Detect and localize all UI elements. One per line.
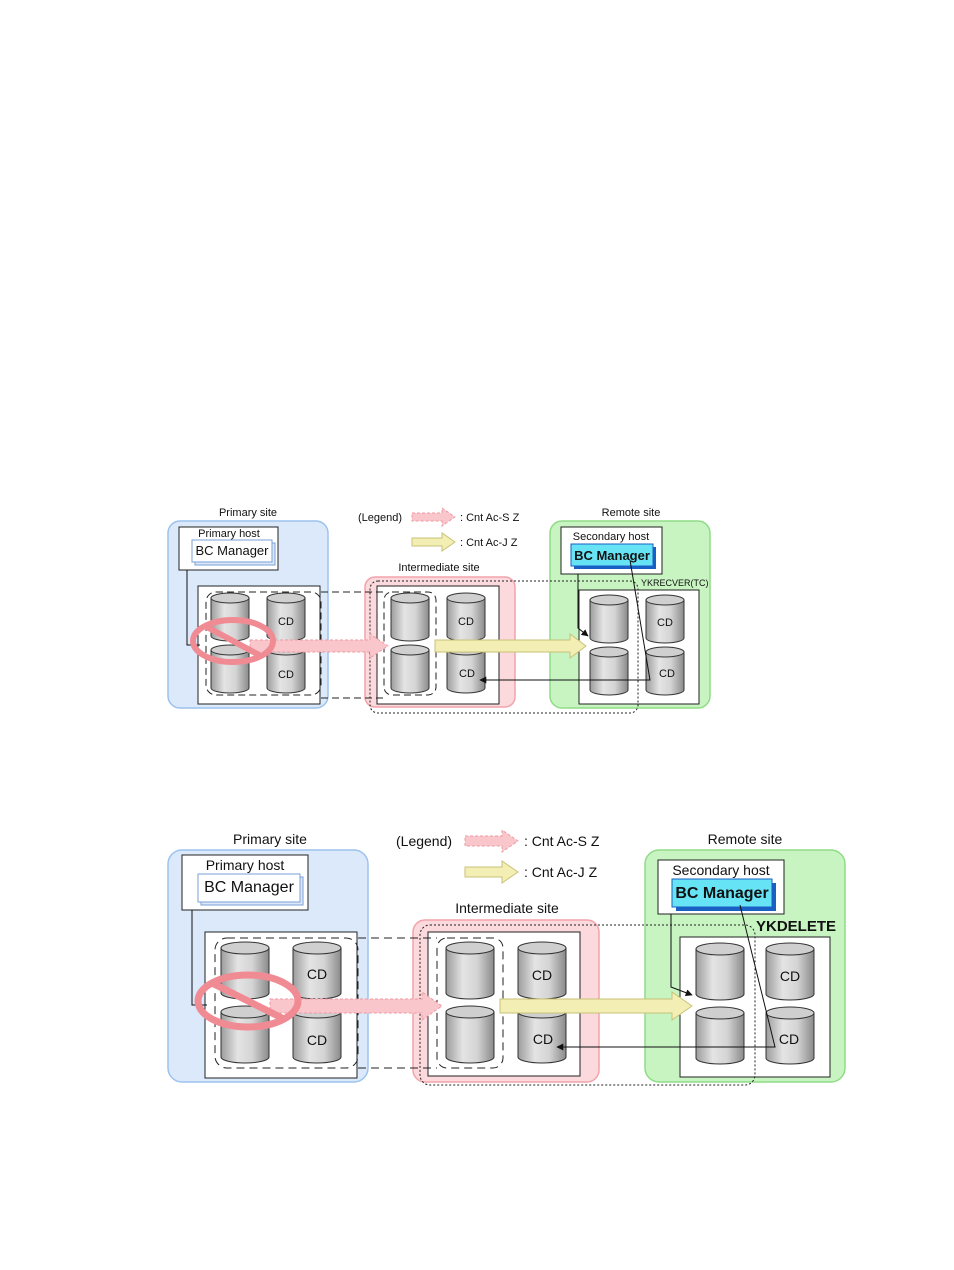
- intermediate-volume-cd-1: CD: [446, 592, 486, 642]
- legend-title: (Legend): [396, 833, 452, 849]
- legend-sync-arrow: [464, 829, 519, 853]
- secondary-host-label: Secondary host: [573, 531, 649, 543]
- volume-label: CD: [780, 968, 800, 984]
- intermediate-site-label: Intermediate site: [455, 900, 559, 916]
- volume-label: CD: [532, 967, 552, 983]
- primary-bc-manager: [191, 539, 273, 563]
- secondary-bc-manager: [671, 878, 773, 908]
- volume-label: CD: [533, 1031, 553, 1047]
- intermediate-volume-cd-1: CD: [517, 941, 567, 1000]
- secondary-bc-manager-label: BC Manager: [574, 548, 650, 563]
- legend-journal-label: : Cnt Ac-J Z: [524, 864, 598, 880]
- intermediate-volume-1: [445, 941, 495, 1000]
- secondary-host-label: Secondary host: [672, 862, 769, 878]
- primary-volume-cd-1: CD: [292, 941, 342, 1000]
- remote-site-label: Remote site: [708, 831, 783, 847]
- consistency-group-dotted: [419, 924, 756, 1086]
- secondary-bc-manager: [570, 543, 654, 567]
- prohibit-icon: [194, 971, 302, 1031]
- remote-volume-1: [589, 594, 629, 644]
- primary-host-label: Primary host: [198, 528, 260, 540]
- journal-copy-arrow: [499, 991, 693, 1021]
- remote-site-label: Remote site: [602, 507, 661, 519]
- remote-volume-cd-1: CD: [645, 594, 685, 644]
- volume-label: CD: [657, 617, 673, 629]
- secondary-host-link: [577, 574, 589, 637]
- intermediate-site-label: Intermediate site: [398, 562, 479, 574]
- intermediate-volume-1: [390, 592, 430, 642]
- primary-host-label: Primary host: [206, 857, 285, 873]
- intermediate-volume-2: [390, 644, 430, 694]
- legend-journal-arrow: [464, 860, 519, 884]
- legend-sync-label: : Cnt Ac-S Z: [460, 512, 520, 524]
- primary-volume-cd-1: CD: [266, 592, 306, 642]
- primary-bc-manager-label: BC Manager: [196, 543, 270, 558]
- secondary-bc-manager-label: BC Manager: [675, 885, 768, 902]
- prohibit-icon: [190, 617, 276, 665]
- primary-site-label: Primary site: [233, 831, 307, 847]
- volume-label: CD: [278, 616, 294, 628]
- intermediate-volume-2: [445, 1005, 495, 1064]
- volume-label: CD: [307, 966, 327, 982]
- volume-label: CD: [659, 668, 675, 680]
- primary-volume-cd-2: CD: [292, 1005, 342, 1064]
- legend-title: (Legend): [358, 512, 402, 524]
- remote-volume-1: [695, 942, 745, 1001]
- remote-volume-2: [589, 646, 629, 696]
- diagram-recover: Primary site Intermediate site Remote si…: [167, 507, 711, 714]
- legend-sync-arrow: [411, 507, 456, 527]
- primary-site-label: Primary site: [219, 507, 277, 519]
- volume-label: CD: [307, 1032, 327, 1048]
- diagram-delete: Primary site Intermediate site Remote si…: [167, 829, 846, 1086]
- volume-label: CD: [779, 1031, 799, 1047]
- command-label: YKRECVER(TC): [641, 578, 709, 588]
- consistency-group-dotted: [369, 580, 639, 714]
- command-label: YKDELETE: [756, 918, 836, 935]
- primary-bc-manager-label: BC Manager: [204, 879, 294, 896]
- primary-bc-manager: [197, 873, 301, 903]
- primary-volume-cd-2: CD: [266, 644, 306, 694]
- command-path-line: [556, 904, 776, 1051]
- remote-volume-2: [695, 1006, 745, 1065]
- volume-label: CD: [278, 669, 294, 681]
- remote-volume-cd-2: CD: [645, 646, 685, 696]
- primary-volume-2: [220, 1005, 270, 1064]
- primary-volume-2: [210, 644, 250, 694]
- legend-sync-label: : Cnt Ac-S Z: [524, 833, 600, 849]
- remote-volume-cd-1: CD: [765, 942, 815, 1001]
- legend-journal-label: : Cnt Ac-J Z: [460, 537, 518, 549]
- legend-journal-arrow: [411, 532, 456, 552]
- volume-label: CD: [458, 616, 474, 628]
- remote-volume-cd-2: CD: [765, 1006, 815, 1065]
- primary-volume-group: [205, 591, 322, 696]
- command-path-line: [479, 559, 651, 684]
- volume-label: CD: [459, 668, 475, 680]
- journal-copy-arrow: [434, 633, 587, 659]
- secondary-host-link: [670, 914, 693, 997]
- primary-volume-group: [214, 937, 359, 1069]
- intermediate-volume-cd-2: CD: [517, 1005, 567, 1064]
